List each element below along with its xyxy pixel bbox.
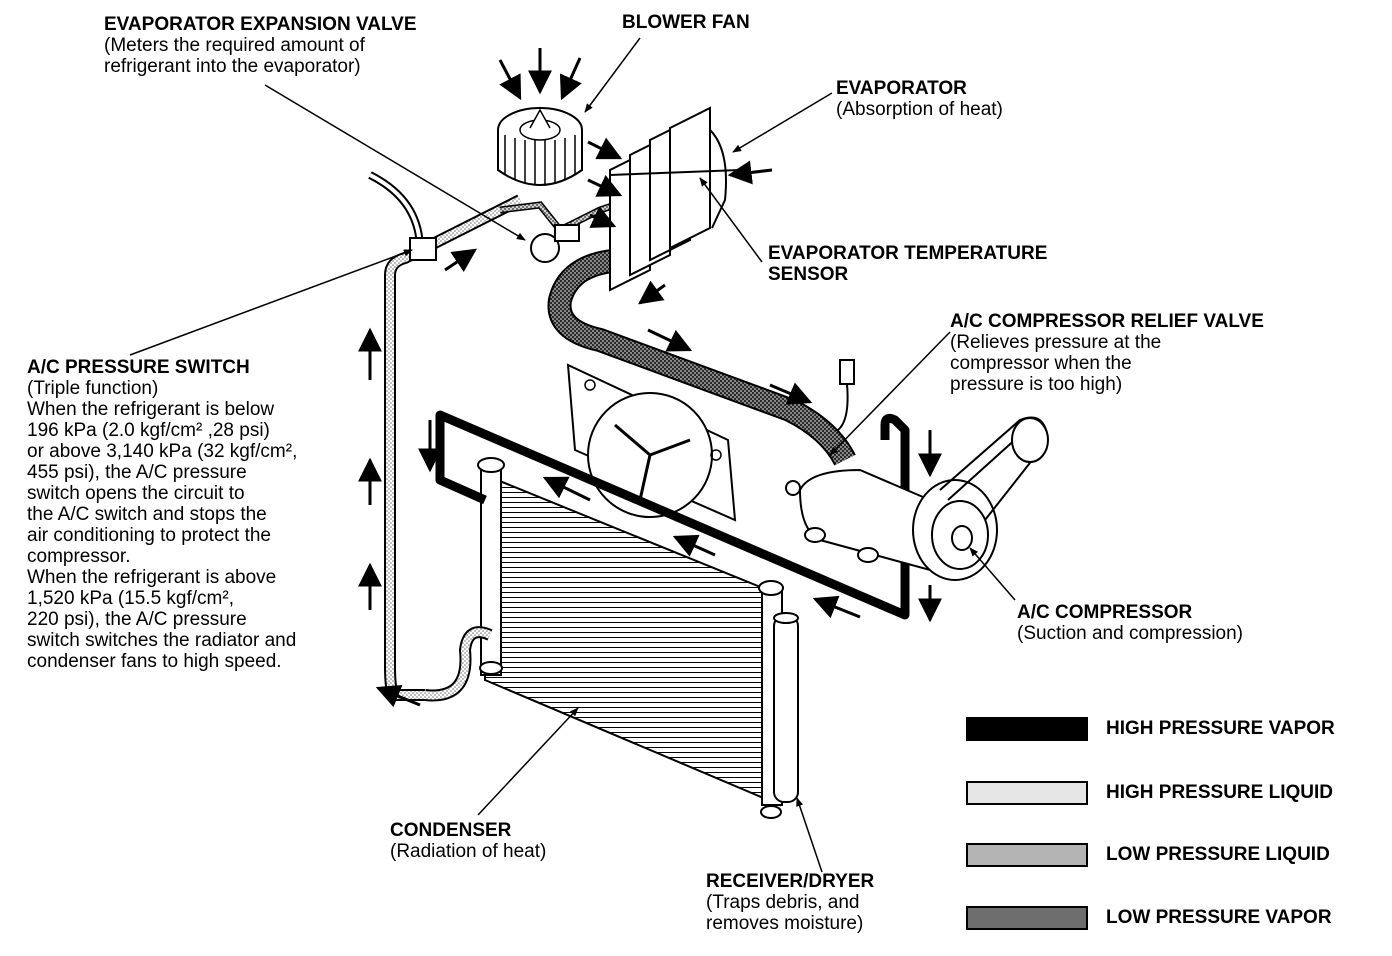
condenser-desc: (Radiation of heat) <box>390 841 547 862</box>
relief-valve-desc-2: compressor when the <box>950 353 1132 374</box>
legend-swatch <box>966 906 1088 930</box>
compressor-title: A/C COMPRESSOR <box>1017 602 1193 623</box>
receiver-dryer-desc-1: (Traps debris, and <box>706 892 860 913</box>
flow-arrows <box>358 48 942 708</box>
evaporator-title: EVAPORATOR <box>836 78 967 99</box>
high-pressure-vapor-line <box>435 410 910 620</box>
label-blower-fan: BLOWER FAN <box>622 12 750 33</box>
label-condenser: CONDENSER (Radiation of heat) <box>390 820 546 862</box>
legend-label: LOW PRESSURE LIQUID <box>1106 844 1330 865</box>
legend-label: HIGH PRESSURE LIQUID <box>1106 782 1333 803</box>
evap-temp-sensor-title-2: SENSOR <box>768 264 849 285</box>
evap-temp-sensor-title-1: EVAPORATOR TEMPERATURE <box>768 243 1048 264</box>
pressure-switch-desc-3: 196 kPa (2.0 kgf/cm² ,28 psi) <box>27 420 270 441</box>
receiver-dryer <box>773 612 799 803</box>
label-expansion-valve: EVAPORATOR EXPANSION VALVE (Meters the r… <box>104 14 417 77</box>
pressure-switch-desc-2: When the refrigerant is below <box>27 399 275 420</box>
pressure-switch-desc-9: compressor. <box>27 546 131 567</box>
expansion-valve-desc-1: (Meters the required amount of <box>104 35 365 56</box>
compressor-desc: (Suction and compression) <box>1017 623 1243 644</box>
legend-swatch <box>966 717 1088 741</box>
label-pressure-switch: A/C PRESSURE SWITCH (Triple function) Wh… <box>27 357 297 672</box>
legend-label: HIGH PRESSURE VAPOR <box>1106 718 1335 739</box>
leader-lines <box>129 37 1016 873</box>
pressure-switch-desc-7: the A/C switch and stops the <box>27 504 267 525</box>
condenser-title: CONDENSER <box>390 820 512 841</box>
pressure-switch-desc-5: 455 psi), the A/C pressure <box>27 462 247 483</box>
relief-valve-desc-1: (Relieves pressure at the <box>950 332 1162 353</box>
evaporator <box>609 106 741 292</box>
label-evaporator: EVAPORATOR (Absorption of heat) <box>836 78 1003 120</box>
pressure-switch-desc-1: (Triple function) <box>27 378 159 399</box>
pressure-switch-desc-10: When the refrigerant is above <box>27 567 277 588</box>
pressure-switch-desc-6: switch opens the circuit to <box>27 483 245 504</box>
receiver-dryer-desc-2: removes moisture) <box>706 913 864 934</box>
relief-valve-desc-3: pressure is too high) <box>950 374 1123 395</box>
legend-label: LOW PRESSURE VAPOR <box>1106 907 1332 928</box>
blower-fan <box>497 107 583 186</box>
expansion-valve-desc-2: refrigerant into the evaporator) <box>104 56 361 77</box>
evaporator-desc: (Absorption of heat) <box>836 99 1003 120</box>
blower-fan-title: BLOWER FAN <box>622 12 750 33</box>
legend-swatch <box>966 843 1088 867</box>
label-receiver-dryer: RECEIVER/DRYER (Traps debris, and remove… <box>706 871 874 934</box>
pressure-switch-title: A/C PRESSURE SWITCH <box>27 357 250 378</box>
pressure-switch-desc-14: condenser fans to high speed. <box>27 651 282 672</box>
expansion-valve-title: EVAPORATOR EXPANSION VALVE <box>104 14 417 35</box>
label-compressor: A/C COMPRESSOR (Suction and compression) <box>1017 602 1243 644</box>
label-evap-temp-sensor: EVAPORATOR TEMPERATURE SENSOR <box>768 243 1047 285</box>
condenser-fan <box>566 363 737 522</box>
pressure-switch-desc-13: switch switches the radiator and <box>27 630 297 651</box>
label-relief-valve: A/C COMPRESSOR RELIEF VALVE (Relieves pr… <box>950 311 1264 395</box>
receiver-dryer-title: RECEIVER/DRYER <box>706 871 875 892</box>
legend-swatch <box>966 781 1088 805</box>
pressure-switch-desc-4: or above 3,140 kPa (32 kgf/cm², <box>27 441 298 462</box>
pressure-switch-desc-8: air conditioning to protect the <box>27 525 271 546</box>
relief-valve-title: A/C COMPRESSOR RELIEF VALVE <box>950 311 1264 332</box>
pressure-switch-desc-12: 220 psi), the A/C pressure <box>27 609 247 630</box>
pressure-switch-desc-11: 1,520 kPa (15.5 kgf/cm², <box>27 588 234 609</box>
